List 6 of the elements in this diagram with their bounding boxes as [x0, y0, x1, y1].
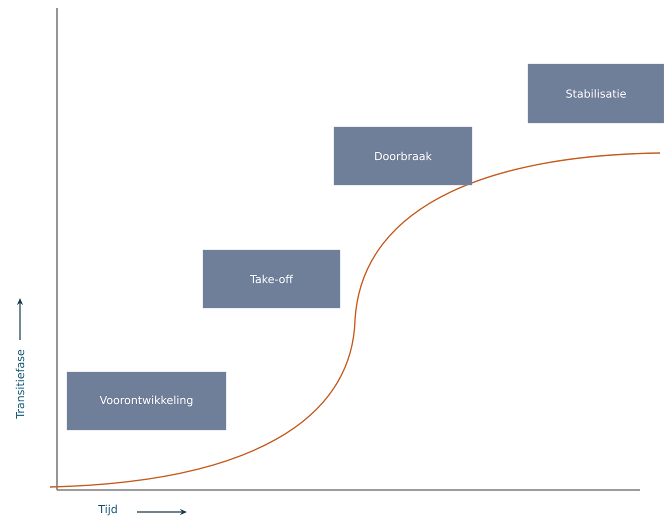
phase-box: Take-off [202, 250, 340, 308]
phase-box: Doorbraak [334, 126, 472, 186]
axis-label: Transitiefase [16, 350, 24, 419]
axis-label: Tijd [98, 504, 117, 516]
phase-box: Voorontwikkeling [66, 372, 226, 430]
phase-box: Stabilisatie [528, 64, 664, 124]
